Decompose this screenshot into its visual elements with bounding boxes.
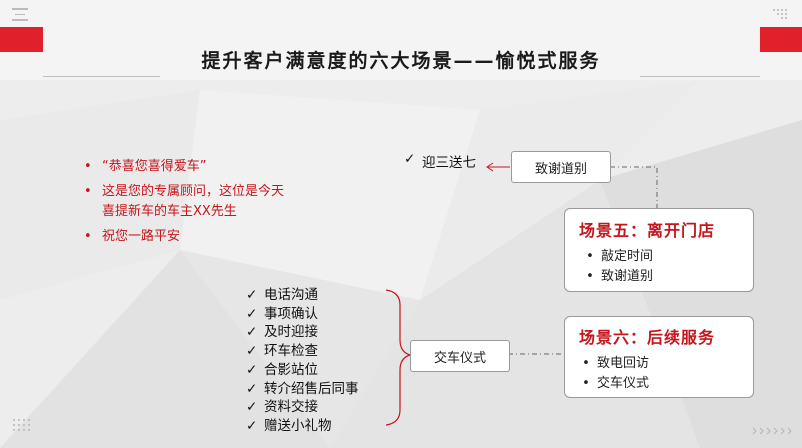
check-icon: ✓	[246, 287, 258, 303]
scene5-item: •致谢道别	[586, 269, 654, 284]
greeting-item: •这是您的专属顾问，这位是今天喜提新车的车主XX先生	[84, 184, 285, 219]
dots-icon-bottom-left	[13, 419, 30, 431]
scene6-title: 场景六：后续服务	[579, 328, 716, 347]
check-icon: ✓	[246, 399, 258, 416]
check-icon: ✓	[246, 305, 258, 322]
checklist-item: ✓电话沟通	[246, 287, 318, 303]
greeting-list: •“恭喜您喜得爱车” •这是您的专属顾问，这位是今天喜提新车的车主XX先生 •祝…	[84, 157, 284, 252]
scene6-item: •致电回访	[582, 356, 650, 371]
check-icon: ✓	[246, 343, 258, 360]
page-title: 提升客户满意度的六大场景——愉悦式服务	[201, 50, 601, 72]
check-icon: ✓	[404, 151, 416, 167]
checklist-item: ✓资料交接	[246, 399, 318, 416]
scene6-card: 场景六：后续服务 •致电回访 •交车仪式	[564, 316, 754, 398]
red-bar-left	[0, 27, 43, 52]
title-underline-left	[43, 76, 160, 77]
farewell-box: 致谢道别	[511, 151, 611, 183]
checklist-item: ✓合影站位	[246, 361, 318, 378]
dots-icon-top-right	[773, 9, 787, 19]
scene5-item: •敲定时间	[586, 249, 654, 264]
greeting-item: •祝您一路平安	[84, 229, 181, 244]
checklist-item: ✓及时迎接	[246, 324, 318, 341]
delivery-checklist: ✓电话沟通 ✓事项确认 ✓及时迎接 ✓环车检查 ✓合影站位 ✓转介绍售后同事 ✓…	[246, 286, 359, 436]
farewell-check: ✓ 迎三送七	[404, 151, 476, 171]
title-underline-right	[640, 76, 760, 77]
check-icon: ✓	[246, 380, 258, 397]
checklist-item: ✓环车检查	[246, 343, 318, 360]
red-bar-right	[760, 27, 802, 52]
delivery-box: 交车仪式	[410, 340, 510, 372]
scene5-card: 场景五：离开门店 •敲定时间 •致谢道别	[564, 208, 754, 292]
greeting-item: •“恭喜您喜得爱车”	[84, 159, 207, 174]
scene5-title: 场景五：离开门店	[579, 221, 716, 240]
checklist-item: ✓事项确认	[246, 305, 318, 322]
checklist-item: ✓赠送小礼物	[246, 417, 332, 434]
check-icon: ✓	[246, 417, 258, 434]
check-icon: ✓	[246, 361, 258, 378]
menu-icon	[12, 8, 28, 21]
scene6-item: •交车仪式	[582, 376, 650, 391]
chevrons-icon-bottom-right	[752, 427, 792, 435]
checklist-item: ✓转介绍售后同事	[246, 380, 359, 397]
check-icon: ✓	[246, 324, 258, 341]
